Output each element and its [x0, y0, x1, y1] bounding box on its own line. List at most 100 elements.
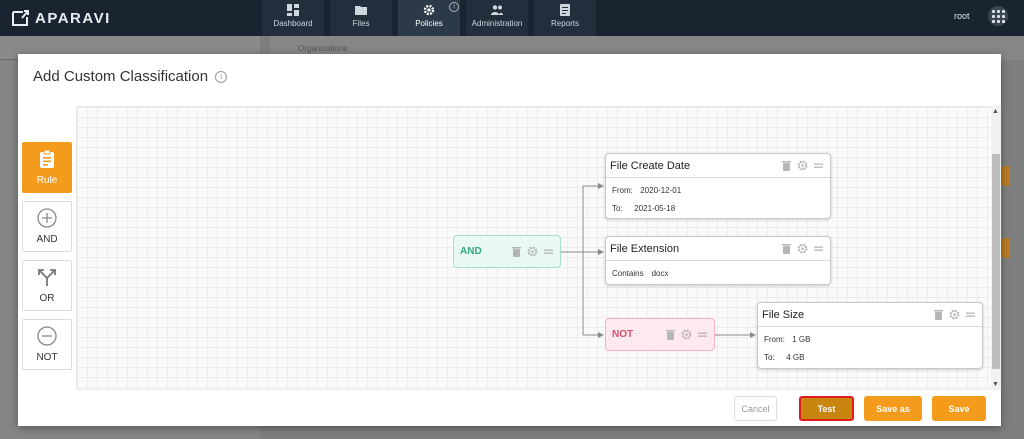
- background-orange-tab: [1002, 238, 1010, 258]
- scrollbar-thumb[interactable]: [992, 154, 1000, 369]
- palette-and-label: AND: [36, 234, 58, 245]
- background-orange-tab: [1002, 166, 1010, 186]
- policies-info-icon[interactable]: i: [449, 2, 459, 12]
- background-breadcrumb: Organizations: [298, 44, 348, 53]
- gear-icon[interactable]: [949, 309, 960, 320]
- rule-node-file-extension[interactable]: File Extension Contains docx: [605, 236, 831, 285]
- apps-grid-icon[interactable]: [988, 6, 1008, 26]
- rule-node-header: File Size: [758, 303, 982, 327]
- condition-value: 2021-05-18: [634, 204, 676, 213]
- rule-node-title: File Extension: [610, 242, 680, 255]
- not-node-actions: [665, 329, 708, 340]
- condition-label: From:: [612, 186, 633, 195]
- palette-not-label: NOT: [36, 352, 58, 363]
- gear-icon[interactable]: [527, 246, 538, 257]
- not-node-label: NOT: [612, 329, 634, 340]
- dashboard-icon: [287, 4, 299, 16]
- condition-label: From:: [764, 335, 785, 344]
- condition-label: To:: [764, 353, 775, 362]
- logo-icon: [12, 10, 29, 26]
- nav-dashboard-label: Dashboard: [273, 19, 313, 28]
- rule-node-actions: [781, 243, 824, 254]
- trash-icon[interactable]: [933, 309, 944, 320]
- rule-node-title: File Create Date: [610, 159, 691, 172]
- reports-icon: [560, 4, 570, 16]
- drag-handle-icon[interactable]: [543, 246, 554, 257]
- gear-icon[interactable]: [797, 160, 808, 171]
- rule-node-actions: [781, 160, 824, 171]
- rule-node-file-create-date[interactable]: File Create Date From: 2020-12-01 To: 20…: [605, 153, 831, 219]
- and-node[interactable]: AND: [453, 235, 561, 268]
- nav-dashboard[interactable]: Dashboard: [262, 0, 324, 36]
- save-as-button[interactable]: Save as: [864, 396, 922, 421]
- palette-or-label: OR: [39, 293, 55, 304]
- nav-administration-label: Administration: [471, 19, 523, 28]
- cancel-button[interactable]: Cancel: [734, 396, 777, 421]
- drag-handle-icon[interactable]: [813, 243, 824, 254]
- and-node-label: AND: [460, 246, 482, 257]
- user-name[interactable]: root: [954, 11, 970, 21]
- rule-node-body: From: 1 GB To: 4 GB: [758, 327, 982, 371]
- palette-and[interactable]: AND: [22, 201, 72, 252]
- nav-administration[interactable]: Administration: [466, 0, 528, 36]
- canvas-scrollbar[interactable]: ▲ ▼: [991, 106, 1001, 390]
- condition-label: Contains: [612, 269, 644, 278]
- trash-icon[interactable]: [781, 243, 792, 254]
- test-button[interactable]: Test: [799, 396, 854, 421]
- rule-node-body: Contains docx: [606, 261, 830, 287]
- rule-node-title: File Size: [762, 308, 805, 321]
- rule-node-file-size[interactable]: File Size From: 1 GB To: 4 GB: [757, 302, 983, 369]
- palette-rule[interactable]: Rule: [22, 142, 72, 193]
- administration-icon: [491, 5, 503, 15]
- trash-icon[interactable]: [511, 246, 522, 257]
- split-arrows-icon: [38, 269, 56, 286]
- dialog-title-text: Add Custom Classification: [33, 68, 209, 85]
- nav-reports[interactable]: Reports: [534, 0, 596, 36]
- nav-files[interactable]: Files: [330, 0, 392, 36]
- scroll-down-arrow-icon[interactable]: ▼: [992, 381, 999, 388]
- gear-icon[interactable]: [797, 243, 808, 254]
- condition-value: 1 GB: [792, 335, 811, 344]
- palette-rule-label: Rule: [36, 175, 58, 186]
- info-icon[interactable]: i: [215, 70, 228, 83]
- trash-icon[interactable]: [781, 160, 792, 171]
- rule-builder-canvas[interactable]: AND File Create Date From: 2020-12-01 To…: [76, 106, 992, 390]
- rule-node-header: File Extension: [606, 237, 830, 261]
- palette-not[interactable]: NOT: [22, 319, 72, 370]
- clipboard-icon: [40, 149, 54, 168]
- nav-policies-label: Policies: [415, 19, 443, 28]
- condition-value: 2020-12-01: [640, 186, 682, 195]
- app-name: APARAVI: [35, 9, 111, 27]
- rule-condition-to: To: 2021-05-18: [612, 200, 824, 218]
- condition-label: To:: [612, 204, 623, 213]
- save-button[interactable]: Save: [932, 396, 986, 421]
- rule-node-actions: [933, 309, 976, 320]
- policies-gear-icon: [423, 4, 435, 16]
- palette-or[interactable]: OR: [22, 260, 72, 311]
- plus-circle-icon: [37, 208, 57, 228]
- minus-circle-icon: [37, 326, 57, 346]
- add-custom-classification-dialog: Add Custom Classification i Rule AND: [18, 54, 1001, 426]
- condition-value: 4 GB: [786, 353, 805, 362]
- nav-files-label: Files: [352, 19, 370, 28]
- nav-reports-label: Reports: [550, 19, 579, 28]
- files-icon: [355, 6, 367, 15]
- node-palette: Rule AND OR NOT: [22, 142, 72, 378]
- rule-condition-to: To: 4 GB: [764, 349, 976, 367]
- rule-node-body: From: 2020-12-01 To: 2021-05-18: [606, 178, 830, 222]
- condition-value: docx: [651, 269, 669, 278]
- not-node[interactable]: NOT: [605, 318, 715, 351]
- rule-condition-from: From: 1 GB: [764, 331, 976, 349]
- drag-handle-icon[interactable]: [965, 309, 976, 320]
- rule-condition-contains: Contains docx: [612, 265, 824, 283]
- connector-lines: [561, 183, 756, 338]
- app-logo[interactable]: APARAVI: [11, 8, 111, 28]
- drag-handle-icon[interactable]: [697, 329, 708, 340]
- rule-condition-from: From: 2020-12-01: [612, 182, 824, 200]
- gear-icon[interactable]: [681, 329, 692, 340]
- scroll-up-arrow-icon[interactable]: ▲: [992, 108, 999, 115]
- drag-handle-icon[interactable]: [813, 160, 824, 171]
- rule-node-header: File Create Date: [606, 154, 830, 178]
- trash-icon[interactable]: [665, 329, 676, 340]
- and-node-actions: [511, 246, 554, 257]
